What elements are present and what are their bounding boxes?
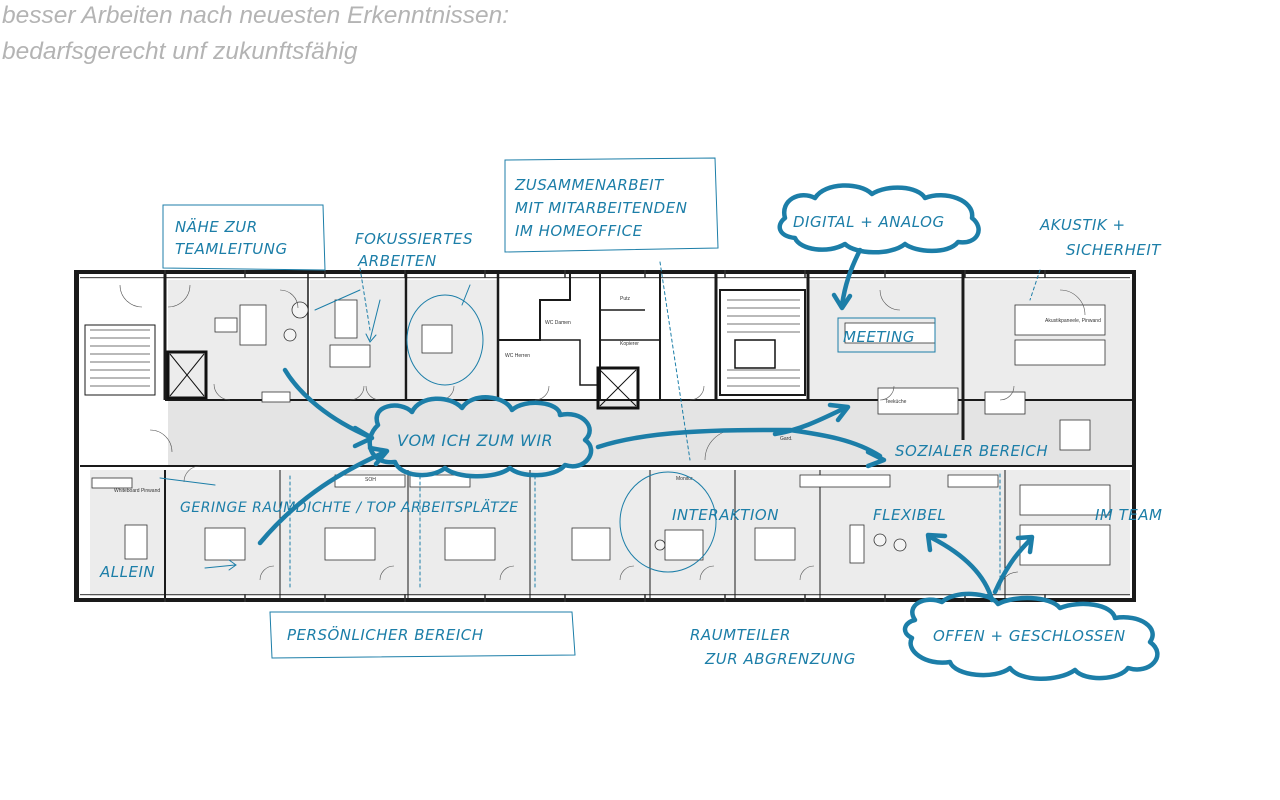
note-akustik-2: SICHERHEIT [1066, 241, 1162, 259]
plan-labels: WC Damen WC Herren Kopierer Putz Gard. T… [114, 296, 1101, 494]
label-monitor: Monitor [676, 476, 693, 482]
cloud-offen [902, 591, 1160, 681]
note-offen: OFFEN + GESCHLOSSEN [933, 627, 1126, 645]
note-raumteiler-2: ZUR ABGRENZUNG [704, 650, 856, 668]
note-persoenlich: PERSÖNLICHER BEREICH [287, 625, 484, 644]
brush-strokes [257, 183, 1160, 681]
interior-walls [80, 274, 1132, 598]
elevators [166, 339, 776, 410]
note-im-team: IM TEAM [1095, 506, 1162, 524]
label-akustik-pinwand: Akustikpaneele, Pinwand [1045, 318, 1101, 324]
cloud-vom-ich [367, 395, 594, 479]
note-zusammen-2: MIT MITARBEITENDEN [515, 199, 687, 217]
note-zusammen-1: ZUSAMMENARBEIT [514, 176, 665, 194]
box-persoenlich [269, 611, 576, 659]
note-digital: DIGITAL + ANALOG [793, 213, 945, 231]
box-zusammen [504, 157, 719, 253]
label-teekueche: Teeküche [885, 399, 907, 405]
note-zusammen-3: IM HOMEOFFICE [515, 222, 643, 240]
note-fokus-2: ARBEITEN [357, 252, 437, 270]
annotation-texts: NÄHE ZUR TEAMLEITUNG FOKUSSIERTES ARBEIT… [99, 176, 1162, 668]
note-meeting: MEETING [843, 328, 915, 346]
stair-treads [90, 299, 800, 387]
label-soh: SOH [365, 477, 376, 483]
note-akustik-1: AKUSTIK + [1039, 216, 1126, 234]
note-sozialer: SOZIALER BEREICH [895, 442, 1048, 460]
heading-line-2: bedarfsgerecht unf zukunftsfähig [2, 38, 358, 65]
label-wc-herren: WC Herren [505, 353, 530, 359]
heading-line-1: besser Arbeiten nach neuesten Erkenntnis… [2, 2, 510, 29]
note-raumteiler-1: RAUMTEILER [690, 626, 791, 644]
note-interaktion: INTERAKTION [672, 506, 779, 524]
note-fokus-1: FOKUSSIERTES [355, 230, 473, 248]
note-naehe-2: TEAMLEITUNG [175, 240, 288, 258]
annotation-layer [159, 157, 1041, 659]
note-flexibel: FLEXIBEL [873, 506, 946, 524]
note-naehe-1: NÄHE ZUR [175, 217, 258, 236]
heading: besser Arbeiten nach neuesten Erkenntnis… [2, 0, 509, 70]
box-naehe [162, 204, 326, 271]
note-geringe: GERINGE RAUMDICHTE / TOP ARBEITSPLÄTZE [180, 498, 519, 516]
note-allein: ALLEIN [99, 563, 155, 581]
label-putz: Putz [620, 296, 631, 302]
note-vom-ich: VOM ICH ZUM WIR [397, 431, 553, 450]
label-whiteboard: Whiteboard Pinwand [114, 488, 160, 494]
label-wc-damen: WC Damen [545, 320, 571, 326]
door-swings [119, 284, 1086, 591]
label-kopierer: Kopierer [620, 341, 639, 347]
furniture [91, 299, 1111, 566]
cloud-digital [777, 183, 981, 255]
label-garderobe: Gard. [780, 436, 793, 442]
